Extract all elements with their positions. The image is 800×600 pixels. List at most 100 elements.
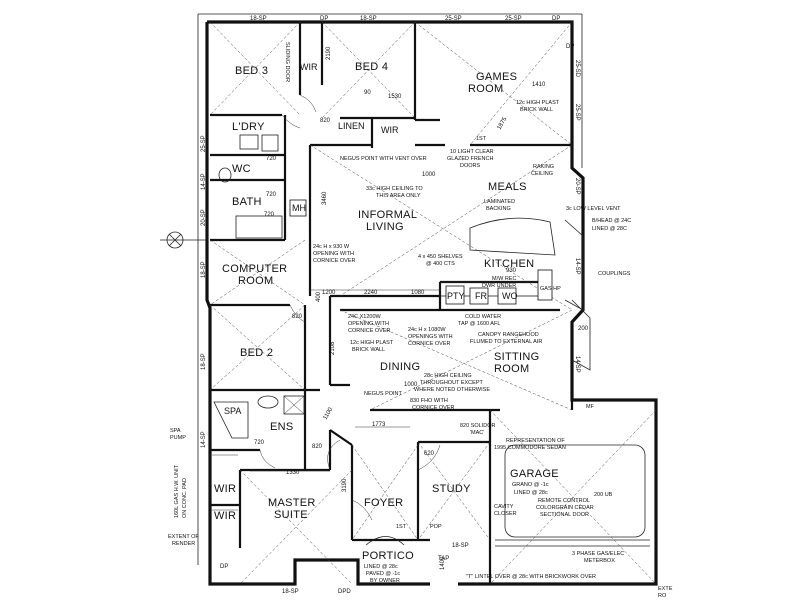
note-ro: RO (658, 593, 667, 599)
note-portico-owner: BY OWNER (370, 578, 400, 584)
dim-1875: 1875 (497, 116, 509, 131)
dim-620: 620 (424, 451, 435, 457)
note-fho-1: 830 FHO WITH (410, 398, 448, 404)
edge-right-3: 14-SP (574, 258, 580, 275)
edge-left-2: 20-SP (201, 209, 207, 226)
edge-right-5: 14-SP (574, 356, 580, 373)
room-bed4: BED 4 (355, 61, 388, 73)
wc-pan (218, 167, 232, 183)
room-computer-2: ROOM (238, 275, 273, 287)
note-laminated-1: LAMINATED (484, 199, 515, 205)
room-computer-1: COMPUTER (222, 263, 287, 275)
room-foyer: FOYER (364, 497, 403, 509)
edge-top-2: 18-SP (360, 16, 377, 22)
dim-1000: 1000 (422, 172, 436, 178)
room-informal-2: LIVING (366, 221, 404, 233)
dim-720a: 720 (266, 156, 277, 162)
edge-dp-5: DPD (338, 589, 351, 595)
note-spa-pump-2: PUMP (170, 435, 186, 441)
room-sitting-1: SITTING (494, 351, 540, 363)
note-cold-water: COLD WATER (465, 314, 501, 320)
note-ceiling-2: THIS AREA ONLY (376, 193, 421, 199)
wall-oven-box (497, 287, 517, 305)
note-portico-paved: PAVED @ -1c (366, 571, 400, 577)
note-lined-garage: LINED @ 28c (514, 490, 548, 496)
note-shelves-1: 4 x 450 SHELVES (418, 254, 463, 260)
room-labels: BED 3 WIR BED 4 GAMES ROOM L'DRY WIR LIN… (214, 61, 559, 562)
pantry-box (445, 285, 465, 305)
note-first2: 1ST (396, 524, 407, 530)
note-commodore-2: 1995 COMMODORE SEDAN (494, 445, 566, 451)
manhole-box (289, 199, 307, 217)
note-plast-1: 12c HIGH PLAST (516, 100, 560, 106)
ens-basin (257, 395, 279, 409)
dim-1080: 1080 (411, 290, 425, 296)
edge-right-2: 20-SP (574, 178, 580, 195)
note-cavity-1: CAVITY (494, 504, 514, 510)
kitchen-island (469, 217, 556, 256)
room-wc: WC (232, 163, 251, 175)
ceiling-diagonals (209, 21, 657, 585)
note-opening-1: 24c H x 930 W (313, 244, 350, 250)
dim-1410: 1410 (532, 82, 546, 88)
note-exte: EXTE (658, 586, 673, 592)
dim-1100: 1100 (323, 406, 335, 421)
room-sitting-2: ROOM (494, 363, 529, 375)
note-low-vent: 3c LOW LEVEL VENT (566, 206, 621, 212)
room-informal-1: INFORMAL (358, 209, 417, 221)
edge-right-1: 25-SD (574, 60, 580, 78)
dim-3190: 3190 (342, 478, 348, 492)
edge-right-4: 25-SP (574, 104, 580, 121)
edge-left-1: 25-SP (201, 135, 207, 152)
dim-1773: 1773 (372, 422, 386, 428)
room-bed2: BED 2 (240, 347, 273, 359)
dim-820a: 820 (292, 314, 303, 320)
interior-walls (210, 22, 574, 584)
room-wo: WO (502, 291, 518, 301)
edge-tap: TAP (438, 556, 449, 562)
room-linen: LINEN (338, 121, 365, 131)
dim-3460: 3460 (322, 191, 328, 205)
dim-820b: 820 (320, 118, 331, 124)
note-first: 1ST (476, 136, 487, 142)
note-opening-c1: 24c H x 1080W (408, 327, 446, 333)
note-fho-2: CORNICE OVER (412, 405, 455, 411)
room-wir-low2: WIR (214, 510, 236, 522)
dim-1400: 1400 (440, 556, 446, 570)
note-upn: 200 UB (594, 492, 613, 498)
note-opening-b3: CORNICE OVER (348, 328, 391, 334)
dishwasher-box (537, 269, 553, 301)
note-canopy-2: FLUMED TO EXTERNAL AIR (470, 339, 542, 345)
door-swing (289, 304, 306, 323)
note-raking-1: RAKING (533, 164, 554, 170)
note-solidor: 820 SOLIDOR (460, 423, 495, 429)
note-gas-unit-2: ON CONC. PAD (182, 478, 188, 518)
room-ens: ENS (270, 421, 294, 433)
note-plast-2: BRICK WALL (520, 107, 553, 113)
room-mh: MH (292, 203, 306, 213)
dim-1200: 1200 (322, 290, 336, 296)
note-spa-pump-1: SPA (170, 428, 181, 434)
note-render-1: EXTENT OF (168, 534, 199, 540)
edge-top-3: 25-SP (445, 16, 462, 22)
note-portico-lined: LINED @ 28c (364, 564, 398, 570)
spa-bath (213, 401, 249, 439)
edge-bottom-2: 18-SP (452, 543, 469, 549)
note-french-3: DOORS (460, 163, 481, 169)
room-master-1: MASTER (268, 497, 316, 509)
dim-1530: 1530 (388, 94, 402, 100)
room-fr: FR (475, 291, 487, 301)
room-garage: GARAGE (510, 468, 559, 480)
note-french-1: 10 LIGHT CLEAR (450, 149, 494, 155)
note-plast-wall-2: BRICK WALL (352, 347, 385, 353)
note-commodore-1: REPRESENTATION OF (506, 438, 565, 444)
door-swing (327, 439, 341, 471)
dim-720b: 720 (266, 192, 277, 198)
outer-walls (197, 13, 658, 586)
note-tap: TAP @ 1600 AFL (458, 321, 500, 327)
note-mw-rec: M/W REC (492, 276, 516, 282)
door-swing (259, 449, 276, 469)
dim-1330: 1330 (286, 470, 300, 476)
room-bath: BATH (232, 196, 262, 208)
